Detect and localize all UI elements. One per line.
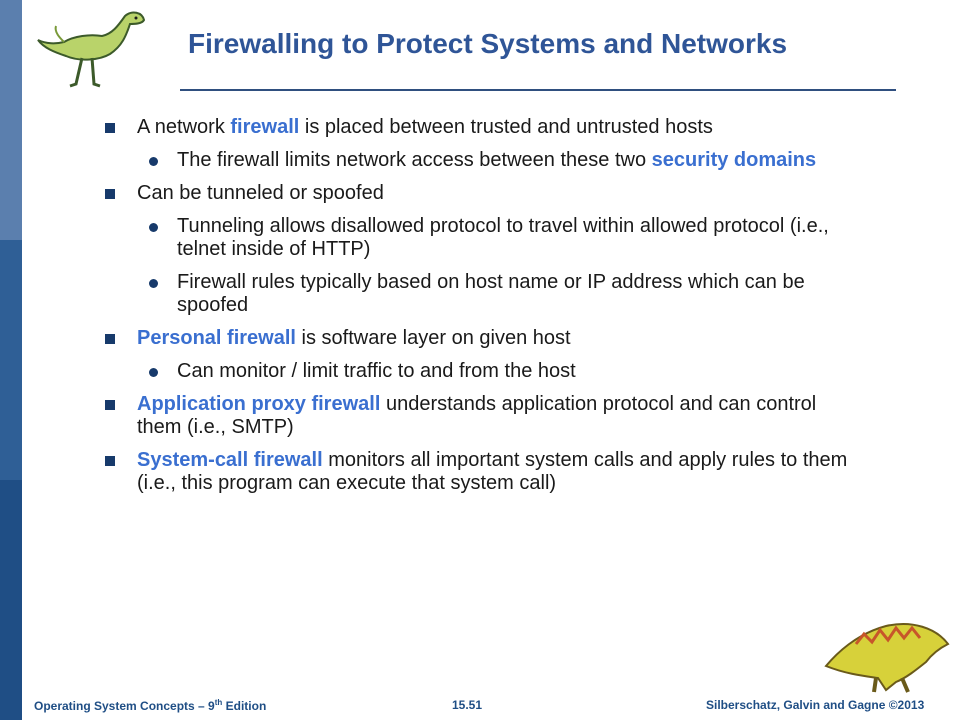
bullet-text: The firewall limits network access betwe… [177, 149, 652, 171]
bullet-text: A network [137, 116, 231, 138]
footer-book: Operating System Concepts – 9th Edition [34, 698, 267, 713]
footer-authors: Silberschatz, Galvin and Gagne ©2013 [706, 698, 925, 712]
dinosaur-footer-icon [824, 623, 950, 693]
highlighted-term: Personal firewall [137, 327, 296, 349]
bullet-item: A network firewall is placed between tru… [105, 116, 865, 139]
bullet-item: System-call firewall monitors all import… [105, 449, 865, 495]
highlighted-term: security domains [651, 149, 817, 171]
side-stripe-middle [0, 240, 22, 480]
bullet-text: is software layer on given host [295, 327, 571, 349]
sub-bullet-item: Tunneling allows disallowed protocol to … [105, 215, 865, 261]
bullet-text: Can be tunneled or spoofed [137, 182, 384, 204]
bullet-text: Firewall rules typically based on host n… [177, 271, 805, 316]
footer-page-number: 15.51 [452, 698, 483, 712]
highlighted-term: firewall [230, 116, 300, 138]
bullet-list: A network firewall is placed between tru… [105, 116, 865, 505]
bullet-text: Can monitor / limit traffic to and from … [177, 360, 576, 382]
sub-bullet-item: The firewall limits network access betwe… [105, 149, 865, 172]
bullet-text: is placed between trusted and untrusted … [299, 116, 713, 138]
title-divider [180, 89, 896, 91]
page-title: Firewalling to Protect Systems and Netwo… [188, 28, 788, 59]
bullet-text: monitors all important system calls and … [137, 449, 848, 494]
dinosaur-logo-icon [37, 11, 146, 88]
highlighted-term: Application proxy firewall [137, 393, 381, 415]
bullet-text: Tunneling allows disallowed protocol to … [177, 215, 829, 260]
bullet-item: Application proxy firewall understands a… [105, 393, 865, 439]
sub-bullet-item: Firewall rules typically based on host n… [105, 271, 865, 317]
bullet-item: Can be tunneled or spoofed [105, 182, 865, 205]
highlighted-term: System-call firewall [137, 449, 323, 471]
bullet-text: understands application protocol and can… [137, 393, 817, 438]
sub-bullet-item: Can monitor / limit traffic to and from … [105, 360, 865, 383]
side-stripe-top [0, 0, 22, 240]
side-stripe-bottom [0, 480, 22, 720]
bullet-item: Personal firewall is software layer on g… [105, 327, 865, 350]
